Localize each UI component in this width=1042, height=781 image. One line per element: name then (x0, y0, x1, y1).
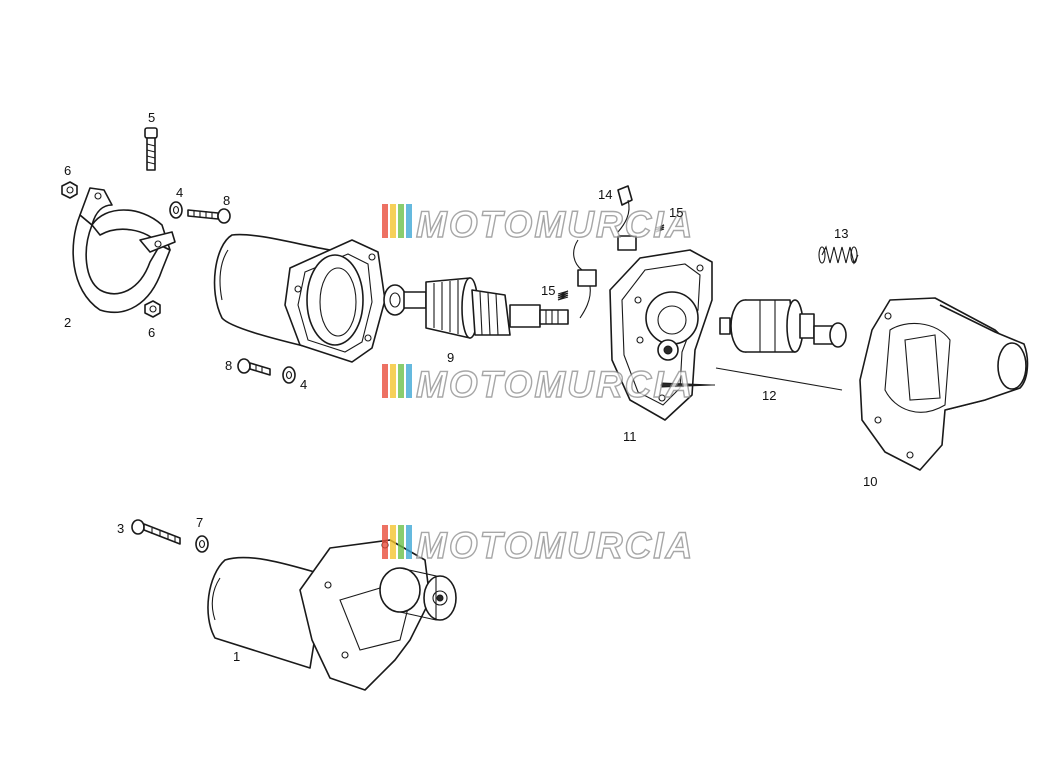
part-13-spring (818, 245, 859, 265)
watermark-middle: MOTOMURCIA (382, 363, 694, 406)
callout-6-bottom: 6 (148, 325, 155, 340)
stator-housing (213, 233, 386, 363)
watermark-top: MOTOMURCIA (382, 203, 694, 246)
callout-1: 1 (233, 649, 240, 664)
watermark-text: MOTOMURCIA (416, 364, 694, 405)
part-15-spring-left (557, 290, 569, 301)
callout-8-bottom: 8 (225, 358, 232, 373)
callout-5: 5 (148, 110, 155, 125)
part-8-bolt-top (187, 208, 231, 224)
watermark-text: MOTOMURCIA (416, 204, 694, 245)
part-7-washer (195, 535, 209, 553)
callout-13: 13 (834, 226, 848, 241)
part-5-screw (144, 127, 158, 171)
part-3-bolt (131, 519, 181, 545)
part-11-end-plate (609, 249, 715, 421)
callout-9: 9 (447, 350, 454, 365)
part-10-drive-end-housing (859, 297, 1029, 471)
part-15-spring-right (655, 224, 665, 233)
callout-6-top: 6 (64, 163, 71, 178)
callout-8-top: 8 (223, 193, 230, 208)
part-6-nut-top (61, 181, 78, 199)
callout-15-right: 15 (669, 205, 683, 220)
part-4-washer-top (169, 201, 183, 219)
part-14-brush-holder (573, 185, 637, 319)
callout-2: 2 (64, 315, 71, 330)
callout-7: 7 (196, 515, 203, 530)
callout-12: 12 (762, 388, 776, 403)
part-9-armature (383, 277, 569, 339)
part-12-drive-pinion (715, 299, 847, 391)
watermark-text: MOTOMURCIA (416, 525, 694, 566)
callout-3: 3 (117, 521, 124, 536)
callout-4-top: 4 (176, 185, 183, 200)
part-4-washer-bottom (282, 366, 296, 384)
callout-15-left: 15 (541, 283, 555, 298)
callout-14: 14 (598, 187, 612, 202)
part-2-mounting-band (72, 187, 176, 314)
part-8-bolt-bottom (237, 358, 271, 376)
callout-4-bottom: 4 (300, 377, 307, 392)
watermark-bottom: MOTOMURCIA (382, 524, 694, 567)
callout-10: 10 (863, 474, 877, 489)
callout-11: 11 (623, 429, 637, 444)
part-6-nut-bottom (144, 300, 161, 318)
